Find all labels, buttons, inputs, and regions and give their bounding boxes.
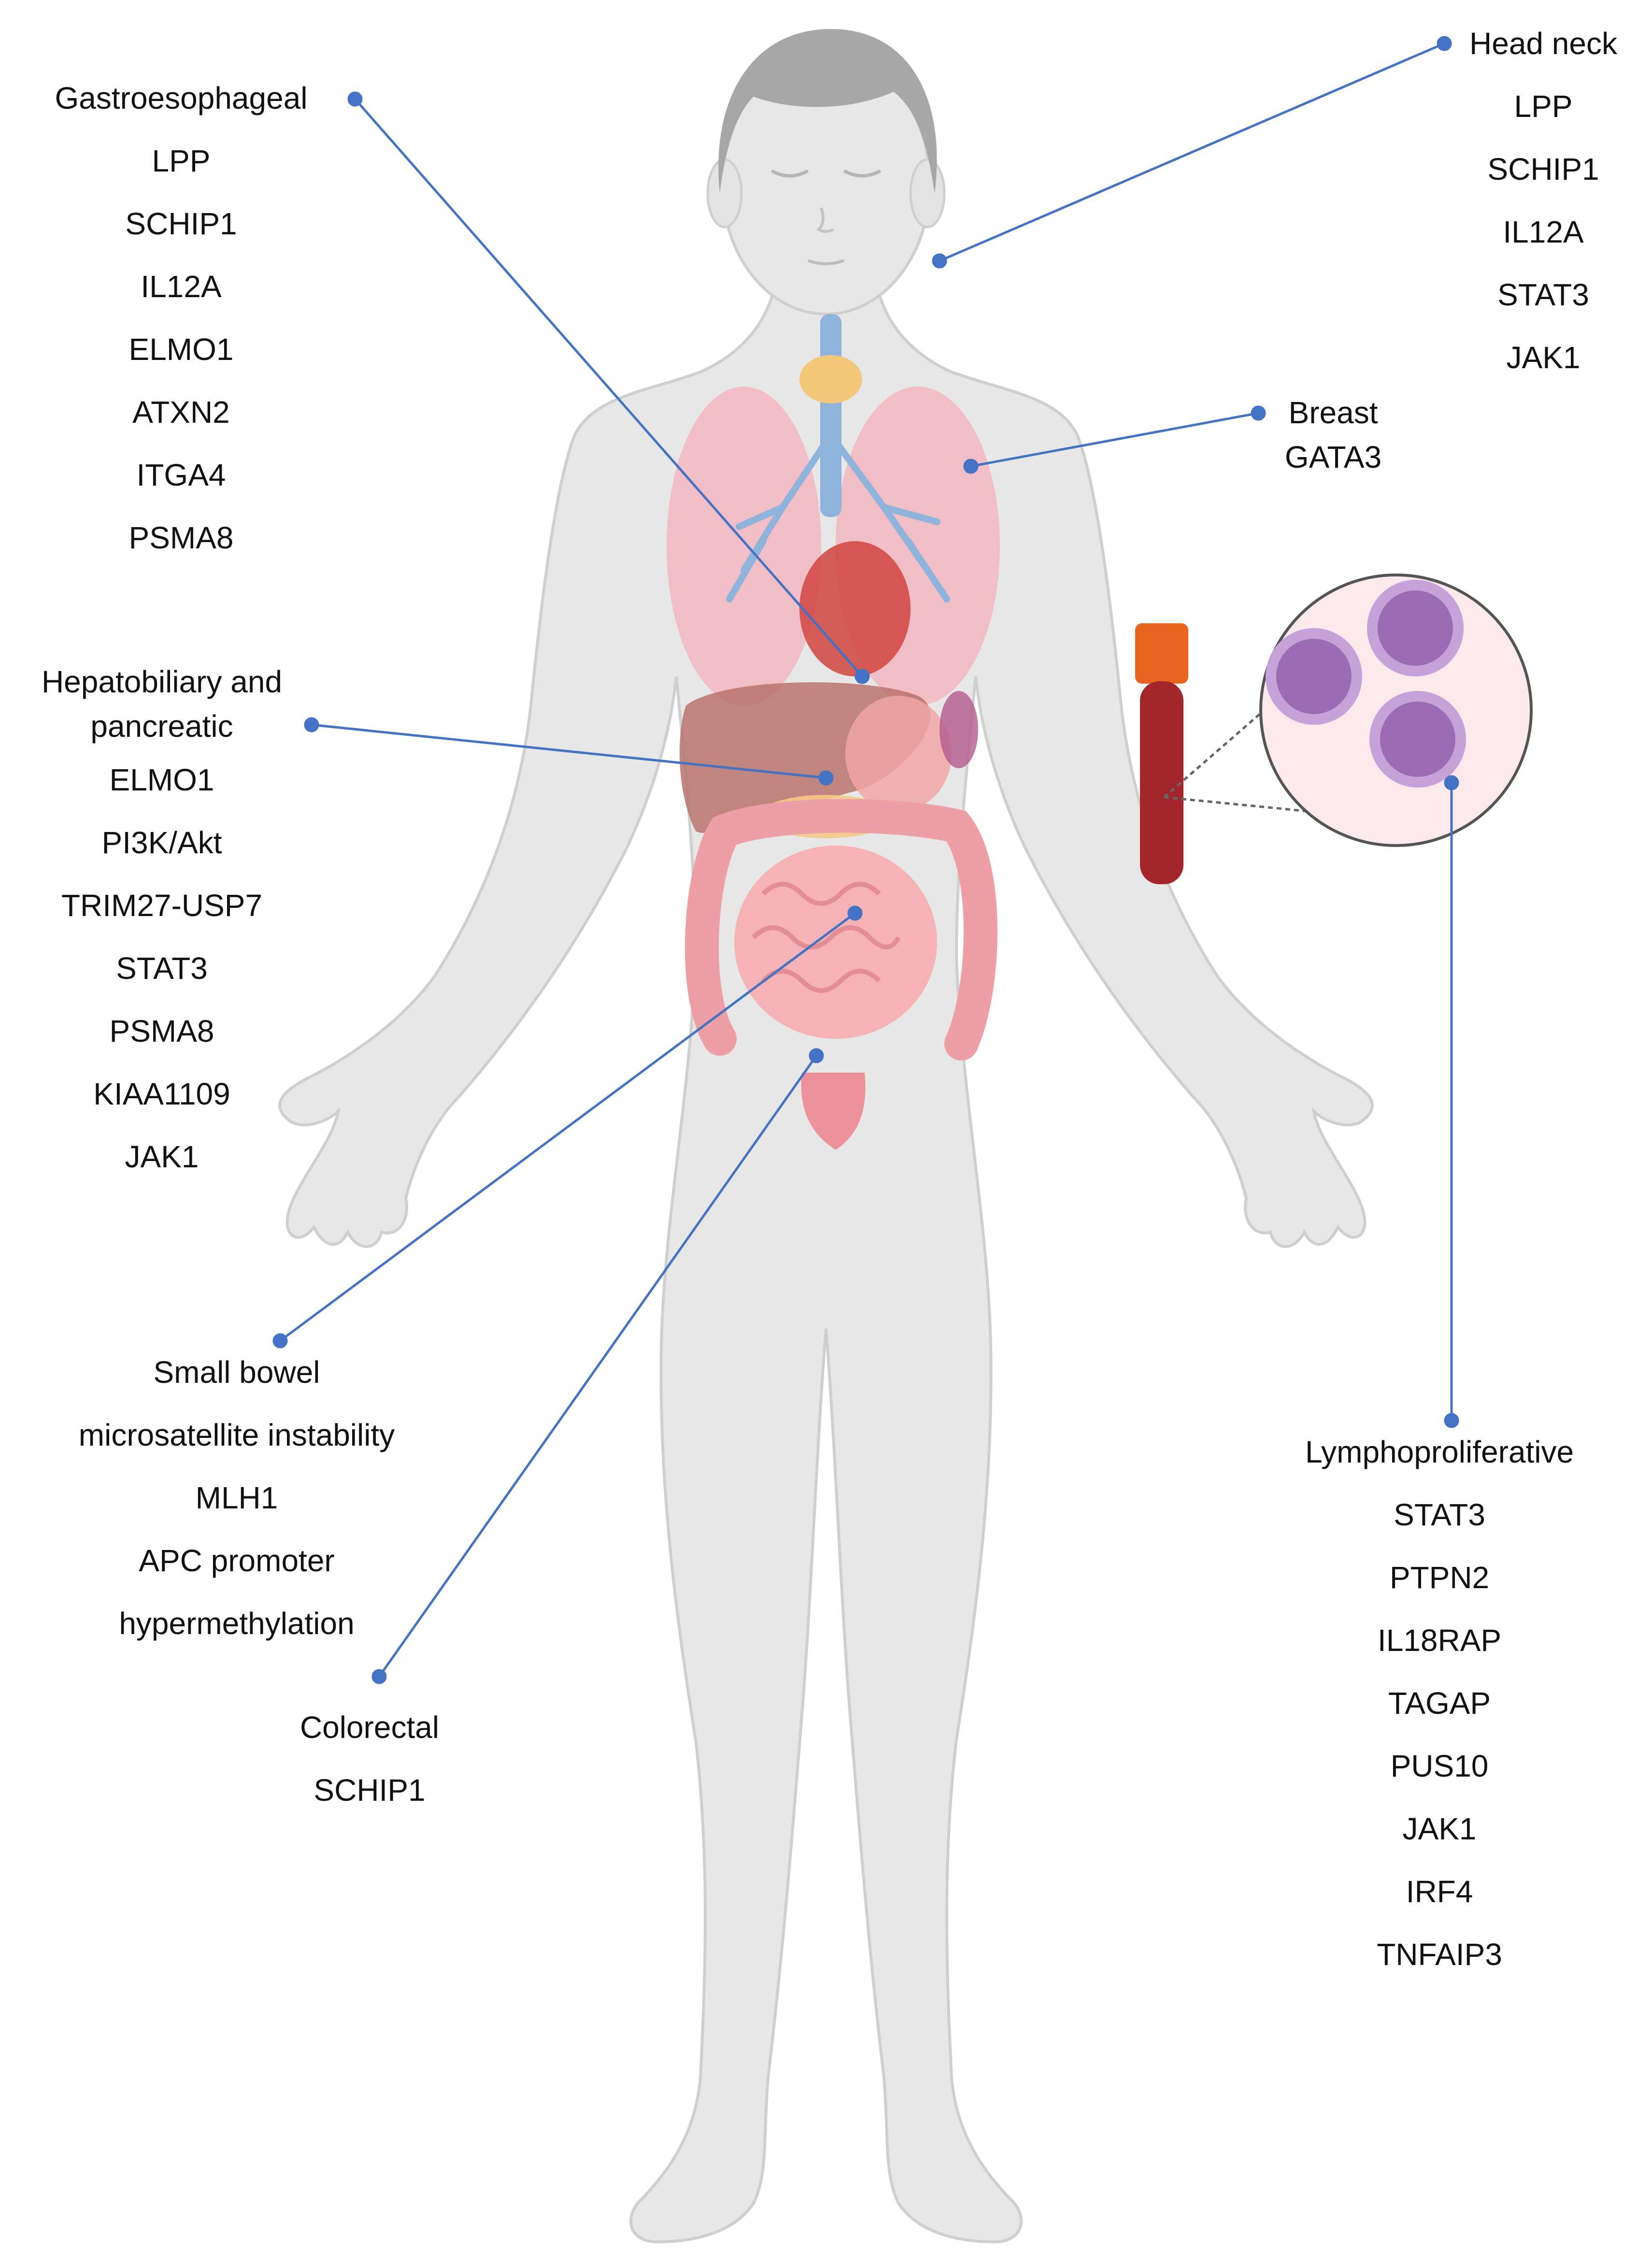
gene-label: hypermethylation	[119, 1606, 355, 1641]
gene-label: STAT3	[116, 951, 208, 986]
gene-label: IL12A	[141, 269, 222, 304]
leader-dot	[932, 253, 947, 269]
gene-label: KIAA1109	[93, 1076, 230, 1111]
breast-title: Breast	[1288, 395, 1378, 430]
gene-label: PSMA8	[128, 520, 234, 555]
gene-label: ELMO1	[128, 332, 234, 367]
gene-label: PSMA8	[109, 1014, 214, 1048]
lymphocyte-nucleus	[1378, 590, 1453, 666]
gene-label: PUS10	[1390, 1749, 1489, 1783]
lymphocyte-nucleus	[1276, 639, 1352, 714]
leader-dot	[818, 770, 834, 786]
gene-label: TAGAP	[1388, 1686, 1491, 1721]
right-ear	[909, 158, 946, 229]
bladder	[801, 1073, 866, 1150]
hepatobiliary-title: pancreatic	[90, 709, 233, 744]
hair	[718, 29, 937, 193]
leader-hepatobiliary	[311, 723, 826, 779]
leader-dot	[1437, 36, 1452, 51]
tube-cap	[1135, 623, 1188, 684]
gene-label: microsatellite instability	[78, 1418, 395, 1452]
gene-label: MLH1	[195, 1480, 278, 1515]
leader-head-neck	[939, 42, 1445, 262]
trachea	[820, 314, 841, 517]
leader-dot	[1444, 775, 1459, 790]
leader-dot	[1444, 1413, 1459, 1428]
gene-label: TRIM27-USP7	[61, 888, 263, 923]
lymphoproliferative-label-group: Lymphoproliferative STAT3 PTPN2 IL18RAP …	[1305, 1420, 1574, 1986]
gene-label: ATXN2	[132, 395, 230, 430]
head-neck-label-group: Head neck LPP SCHIP1 IL12A STAT3 JAK1	[1469, 12, 1617, 389]
leader-gastroesophageal	[354, 98, 863, 677]
stomach	[845, 696, 952, 812]
blood-sample-illustration	[1135, 574, 1533, 884]
head-neck-title: Head neck	[1469, 26, 1617, 61]
eyes	[771, 170, 881, 178]
gene-label: ELMO1	[109, 762, 214, 797]
nose	[816, 207, 834, 233]
colorectal-label-group: Colorectal SCHIP1	[300, 1696, 439, 1822]
leader-colorectal	[378, 1055, 818, 1678]
gene-label: JAK1	[125, 1139, 199, 1174]
lymphocyte-nucleus	[1380, 702, 1455, 777]
gene-label: LPP	[1514, 89, 1573, 124]
gene-label: SCHIP1	[125, 206, 237, 241]
leader-dot	[371, 1669, 387, 1684]
hepatobiliary-label-group: Hepatobiliary and pancreatic ELMO1 PI3K/…	[42, 660, 282, 1188]
heart	[799, 541, 911, 676]
gene-label: APC promoter	[139, 1543, 335, 1578]
gene-label: IL12A	[1503, 215, 1584, 249]
gene-label: STAT3	[1394, 1497, 1485, 1532]
mouth	[808, 259, 844, 265]
small-bowel-title: Small bowel	[153, 1355, 320, 1390]
hepatobiliary-title: Hepatobiliary and	[41, 664, 283, 699]
small-bowel-label-group: Small bowel microsatellite instability M…	[79, 1341, 395, 1655]
gene-label: JAK1	[1402, 1811, 1477, 1846]
leader-dot	[304, 717, 319, 732]
blood-tube	[1140, 681, 1183, 884]
leader-dot	[347, 91, 363, 107]
small-intestine	[734, 846, 937, 1039]
large-intestine	[685, 799, 997, 1061]
leader-lines	[272, 36, 1459, 1684]
leader-dot	[963, 459, 979, 474]
leader-dot	[1251, 405, 1266, 421]
human-body-silhouette	[278, 29, 1374, 2244]
gene-label: ITGA4	[136, 458, 226, 492]
lymphoproliferative-title: Lymphoproliferative	[1305, 1435, 1574, 1469]
gastroesophageal-title: Gastroesophageal	[55, 81, 308, 115]
spleen	[940, 691, 978, 768]
leader-dot	[854, 669, 870, 684]
bronchial-tree	[726, 431, 950, 603]
leader-small-bowel	[279, 912, 856, 1342]
gene-label: IRF4	[1406, 1874, 1473, 1909]
gene-label: PTPN2	[1389, 1560, 1490, 1595]
gastroesophageal-label-group: Gastroesophageal LPP SCHIP1 IL12A ELMO1 …	[55, 67, 307, 569]
small-intestine-folds	[752, 882, 901, 993]
gene-label: LPP	[152, 143, 211, 178]
gene-label: JAK1	[1506, 340, 1581, 375]
gene-label: SCHIP1	[313, 1773, 426, 1808]
gene-label: PI3K/Akt	[101, 825, 222, 860]
gene-label: SCHIP1	[1487, 152, 1599, 187]
leader-breast	[970, 412, 1259, 468]
leader-dot	[272, 1333, 288, 1349]
internal-organs	[667, 314, 1000, 1150]
left-ear	[706, 158, 743, 229]
colorectal-title: Colorectal	[299, 1710, 440, 1745]
thyroid	[799, 355, 862, 403]
gene-label: TNFAIP3	[1377, 1937, 1502, 1972]
gene-label: STAT3	[1497, 277, 1589, 312]
gene-label: GATA3	[1284, 440, 1382, 474]
leader-dot	[809, 1048, 824, 1063]
left-lung	[667, 387, 821, 705]
gene-label: IL18RAP	[1377, 1623, 1502, 1658]
breast-label-group: Breast GATA3	[1285, 390, 1381, 479]
leader-dot	[847, 905, 863, 921]
body-outline	[278, 269, 1374, 2244]
